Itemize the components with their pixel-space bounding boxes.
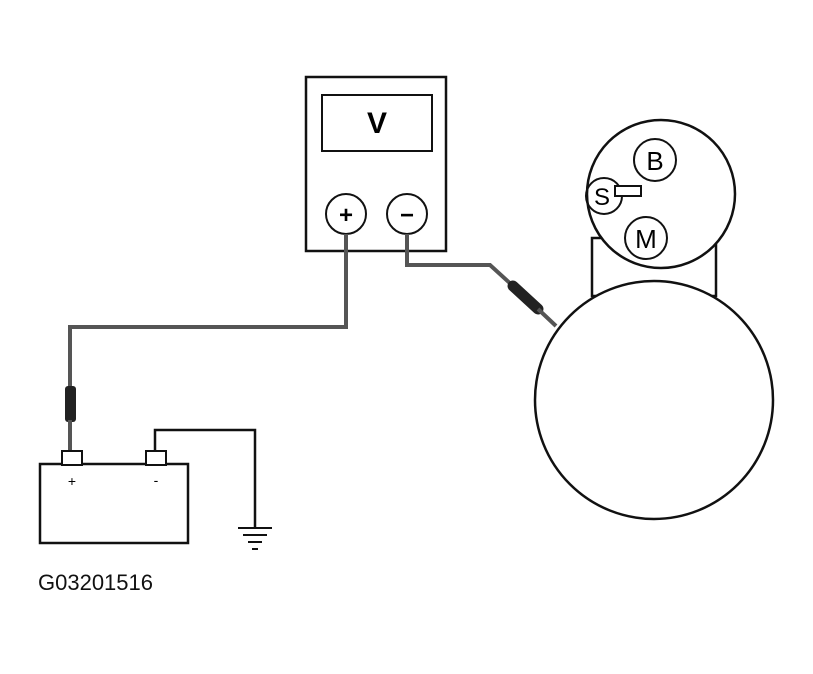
terminal-m-label: M bbox=[635, 224, 657, 254]
voltmeter-body bbox=[304, 75, 448, 253]
battery-negative-mark: - bbox=[154, 472, 159, 488]
voltmeter-negative-symbol: − bbox=[400, 202, 414, 229]
voltmeter-display-symbol: V bbox=[367, 107, 387, 140]
battery: + - bbox=[38, 450, 190, 545]
terminal-b-icon bbox=[633, 138, 677, 182]
figure-id: G03201516 bbox=[38, 570, 153, 595]
positive-lead-clip bbox=[65, 386, 76, 422]
battery-positive-mark: + bbox=[68, 473, 76, 489]
terminal-s-label: S bbox=[594, 184, 610, 211]
terminal-b-label: B bbox=[646, 146, 663, 176]
battery-negative-post bbox=[145, 450, 167, 466]
voltmeter-display bbox=[321, 94, 433, 152]
voltmeter: V + − bbox=[304, 75, 448, 253]
terminal-s-spade bbox=[614, 185, 642, 197]
ground-connection bbox=[153, 428, 272, 550]
terminal-m-icon bbox=[624, 216, 668, 260]
starter-motor: B M S bbox=[533, 118, 775, 521]
starter-motor-housing bbox=[533, 279, 775, 521]
voltmeter-positive-symbol: + bbox=[339, 202, 353, 229]
negative-test-lead bbox=[405, 234, 558, 328]
ground-icon bbox=[238, 527, 272, 550]
negative-lead-clip bbox=[507, 280, 544, 315]
positive-test-lead bbox=[65, 234, 348, 452]
battery-case bbox=[38, 462, 190, 545]
battery-positive-post bbox=[61, 450, 83, 466]
